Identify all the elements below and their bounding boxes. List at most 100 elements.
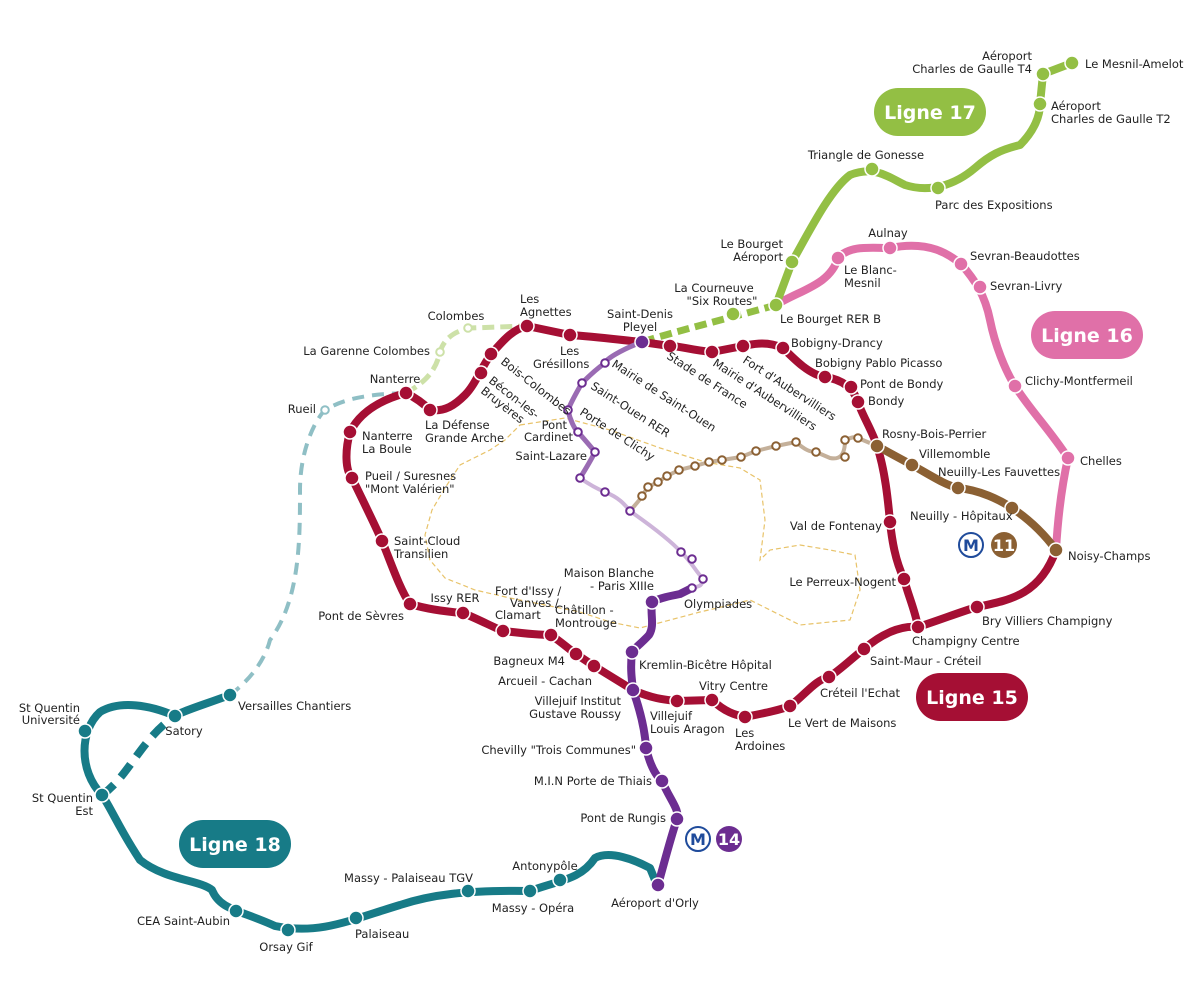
station-label[interactable]: Le Blanc-Mesnil — [844, 263, 897, 290]
station-label[interactable]: Maison Blanche- Paris XIIIe — [564, 566, 654, 593]
station-dot[interactable] — [950, 480, 966, 496]
station-label[interactable]: La Garenne Colombes — [303, 344, 430, 358]
station-dot[interactable] — [344, 470, 360, 486]
station-label[interactable]: Saint-Lazare — [515, 449, 587, 463]
station-dot[interactable] — [717, 455, 727, 465]
station-dot[interactable] — [495, 623, 511, 639]
station-label[interactable]: Neuilly-Les Fauvettes — [938, 465, 1060, 479]
station-dot[interactable] — [654, 773, 670, 789]
station-label[interactable]: Pont de Rungis — [580, 811, 666, 825]
station-dot[interactable] — [435, 347, 445, 357]
station-label[interactable]: Fort d'Issy /Vanves /Clamart — [495, 584, 561, 622]
station-dot[interactable] — [600, 487, 610, 497]
station-label[interactable]: Colombes — [428, 309, 485, 323]
station-label[interactable]: Bobigny-Drancy — [791, 336, 883, 350]
station-dot[interactable] — [1048, 542, 1064, 558]
station-label[interactable]: Issy RER — [430, 591, 479, 605]
station-label[interactable]: Pont de Sèvres — [318, 609, 404, 623]
station-dot[interactable] — [222, 687, 238, 703]
station-dot[interactable] — [690, 461, 700, 471]
station-label[interactable]: Bagneux M4 — [493, 654, 565, 668]
station-dot[interactable] — [463, 323, 473, 333]
station-label[interactable]: Villemomble — [919, 447, 990, 461]
station-dot[interactable] — [637, 491, 647, 501]
station-dot[interactable] — [374, 533, 390, 549]
station-dot[interactable] — [455, 605, 471, 621]
station-dot[interactable] — [910, 619, 926, 635]
station-label[interactable]: Aéroport d'Orly — [611, 896, 699, 910]
station-dot[interactable] — [830, 250, 846, 266]
station-dot[interactable] — [460, 883, 476, 899]
station-dot[interactable] — [575, 473, 585, 483]
station-dot[interactable] — [552, 872, 568, 888]
station-dot[interactable] — [843, 379, 859, 395]
station-label[interactable]: Le Perreux-Nogent — [789, 575, 896, 589]
station-dot[interactable] — [840, 435, 850, 445]
station-label[interactable]: Noisy-Champs — [1068, 549, 1150, 563]
station-dot[interactable] — [342, 424, 358, 440]
station-dot[interactable] — [563, 405, 573, 415]
station-label[interactable]: CEA Saint-Aubin — [137, 914, 230, 928]
station-label[interactable]: Sevran-Beaudottes — [970, 249, 1080, 263]
station-dot[interactable] — [662, 471, 672, 481]
station-dot[interactable] — [634, 334, 650, 350]
station-dot[interactable] — [904, 457, 920, 473]
station-dot[interactable] — [698, 574, 708, 584]
station-dot[interactable] — [638, 740, 654, 756]
station-dot[interactable] — [775, 340, 791, 356]
station-label[interactable]: Pueil / Suresnes"Mont Valérien" — [365, 469, 456, 496]
station-label[interactable]: Orsay Gif — [259, 940, 313, 954]
station-dot[interactable] — [1032, 96, 1048, 112]
station-dot[interactable] — [228, 903, 244, 919]
station-dot[interactable] — [856, 641, 872, 657]
station-dot[interactable] — [522, 883, 538, 899]
station-label[interactable]: Chevilly "Trois Communes" — [481, 743, 636, 757]
station-dot[interactable] — [817, 369, 833, 385]
station-label[interactable]: Clichy-Montfermeil — [1025, 374, 1133, 388]
station-label[interactable]: Chelles — [1080, 454, 1122, 468]
station-dot[interactable] — [568, 646, 584, 662]
station-label[interactable]: Aulnay — [868, 226, 908, 240]
station-dot[interactable] — [735, 338, 751, 354]
station-label[interactable]: Massy - Palaiseau TGV — [344, 871, 473, 885]
station-dot[interactable] — [167, 708, 183, 724]
station-label[interactable]: Pont de Bondy — [860, 377, 944, 391]
station-dot[interactable] — [643, 482, 653, 492]
station-dot[interactable] — [953, 256, 969, 272]
station-label[interactable]: Le Bourget RER B — [780, 312, 881, 326]
station-label[interactable]: Parc des Expositions — [935, 198, 1053, 212]
station-dot[interactable] — [543, 627, 559, 643]
station-dot[interactable] — [519, 318, 535, 334]
station-dot[interactable] — [969, 599, 985, 615]
station-dot[interactable] — [1007, 378, 1023, 394]
station-dot[interactable] — [930, 180, 946, 196]
station-dot[interactable] — [882, 514, 898, 530]
station-dot[interactable] — [600, 358, 610, 368]
station-label[interactable]: Nanterre — [370, 372, 421, 386]
station-dot[interactable] — [882, 240, 898, 256]
station-dot[interactable] — [676, 547, 686, 557]
station-dot[interactable] — [669, 693, 685, 709]
station-label[interactable]: Bry Villiers Champigny — [982, 614, 1113, 628]
station-dot[interactable] — [687, 583, 697, 593]
station-label[interactable]: Sevran-Livry — [990, 279, 1063, 293]
station-dot[interactable] — [782, 698, 798, 714]
station-label[interactable]: Rosny-Bois-Perrier — [882, 427, 987, 441]
station-dot[interactable] — [577, 378, 587, 388]
station-dot[interactable] — [77, 723, 93, 739]
station-dot[interactable] — [821, 669, 837, 685]
station-dot[interactable] — [853, 433, 863, 443]
station-dot[interactable] — [402, 596, 418, 612]
station-dot[interactable] — [896, 571, 912, 587]
station-label[interactable]: Bobigny Pablo Picasso — [815, 356, 942, 370]
station-dot[interactable] — [473, 365, 489, 381]
station-label[interactable]: Châtillon -Montrouge — [555, 603, 617, 630]
station-label[interactable]: Champigny Centre — [912, 634, 1020, 648]
